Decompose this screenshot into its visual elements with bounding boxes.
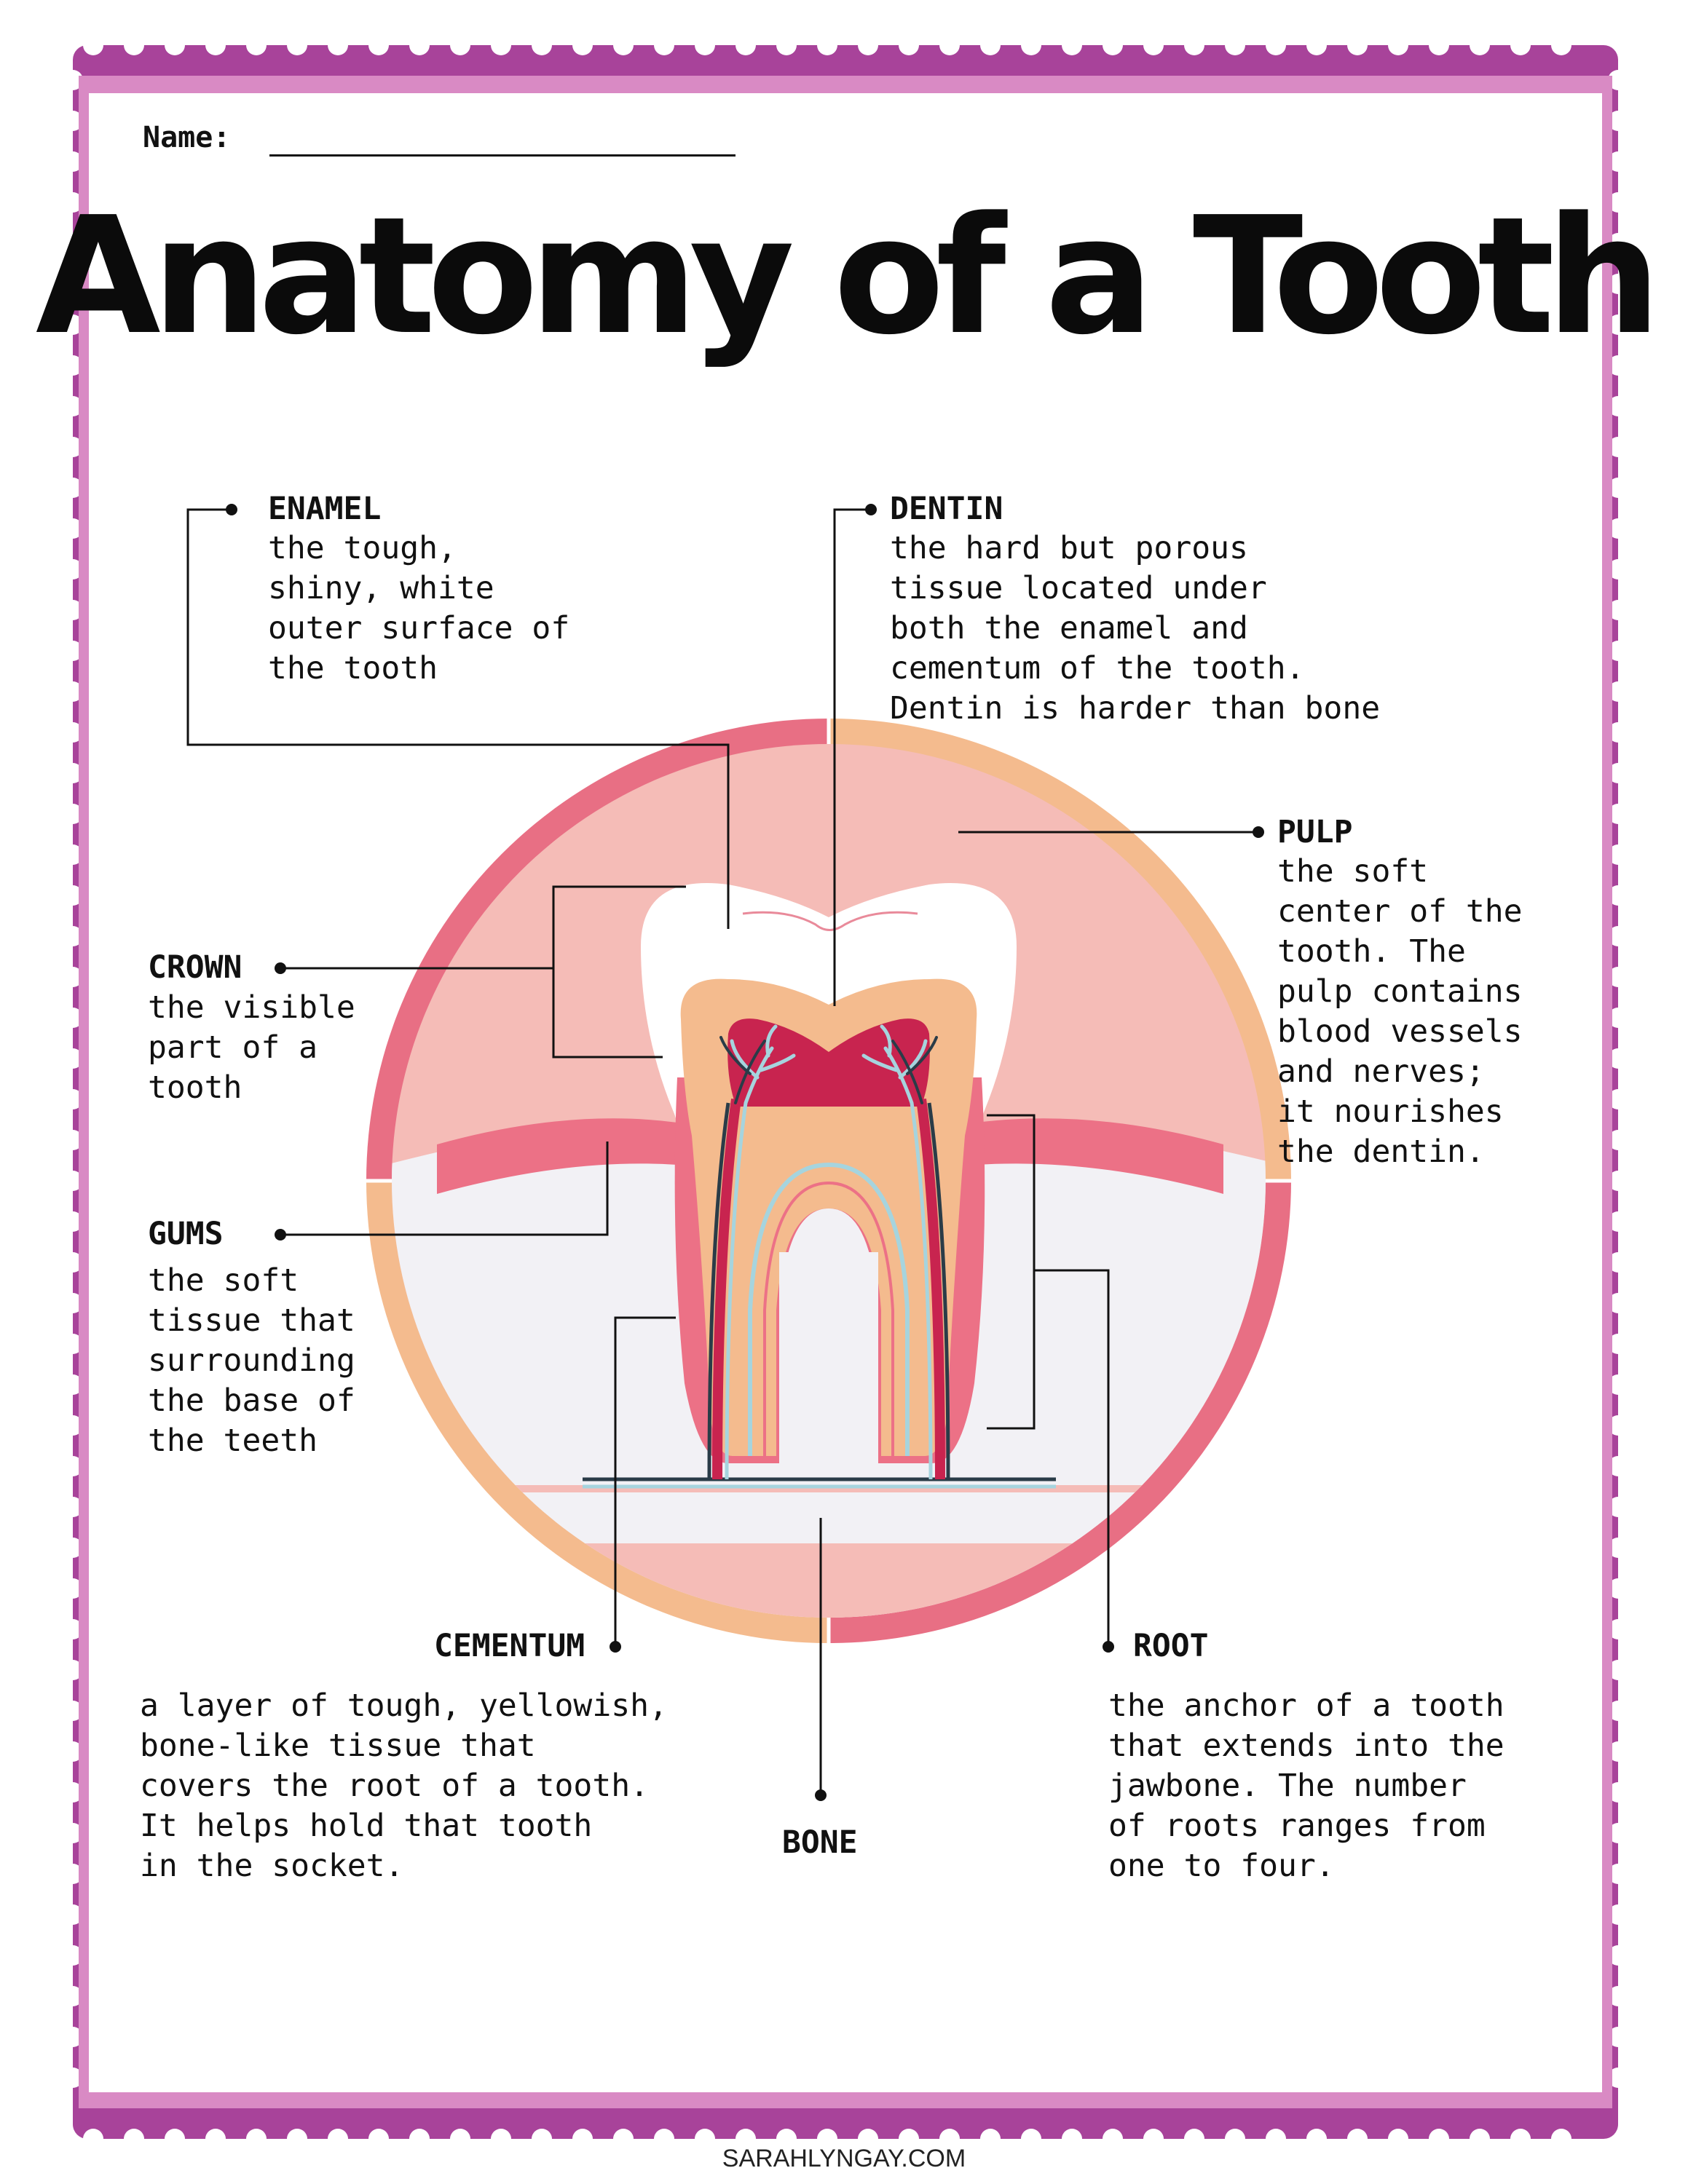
site-credit: SARAHLYNGAY.COM: [722, 2145, 966, 2172]
cementum-heading: CEMENTUM: [434, 1628, 585, 1664]
page-title: Anatomy of a Tooth: [35, 183, 1661, 371]
name-input-line[interactable]: [269, 154, 735, 157]
enamel-description: the tough, shiny, white outer surface of…: [268, 530, 570, 687]
cementum-description: a layer of tough, yellowish, bone-like t…: [140, 1688, 668, 1884]
dentin-heading: DENTIN: [890, 491, 1003, 527]
leader-lines: [186, 504, 1264, 1801]
bone-heading: BONE: [782, 1824, 858, 1861]
dentin-description: the hard but porous tissue located under…: [890, 530, 1381, 727]
crown-description: the visible part of a tooth: [148, 989, 355, 1106]
pulp-description: the soft center of the tooth. The pulp c…: [1277, 853, 1523, 1170]
gums-description: the soft tissue that surrounding the bas…: [148, 1262, 355, 1459]
nerve-branches: [719, 1024, 938, 1105]
gums-heading: GUMS: [148, 1216, 224, 1252]
enamel-heading: ENAMEL: [268, 491, 382, 527]
crown-heading: CROWN: [148, 949, 242, 986]
pulp-heading: PULP: [1277, 814, 1353, 850]
name-label: Name:: [143, 121, 231, 154]
root-heading: ROOT: [1133, 1628, 1209, 1664]
root-description: the anchor of a tooth that extends into …: [1108, 1688, 1504, 1884]
pulp-shape: [727, 1018, 930, 1107]
